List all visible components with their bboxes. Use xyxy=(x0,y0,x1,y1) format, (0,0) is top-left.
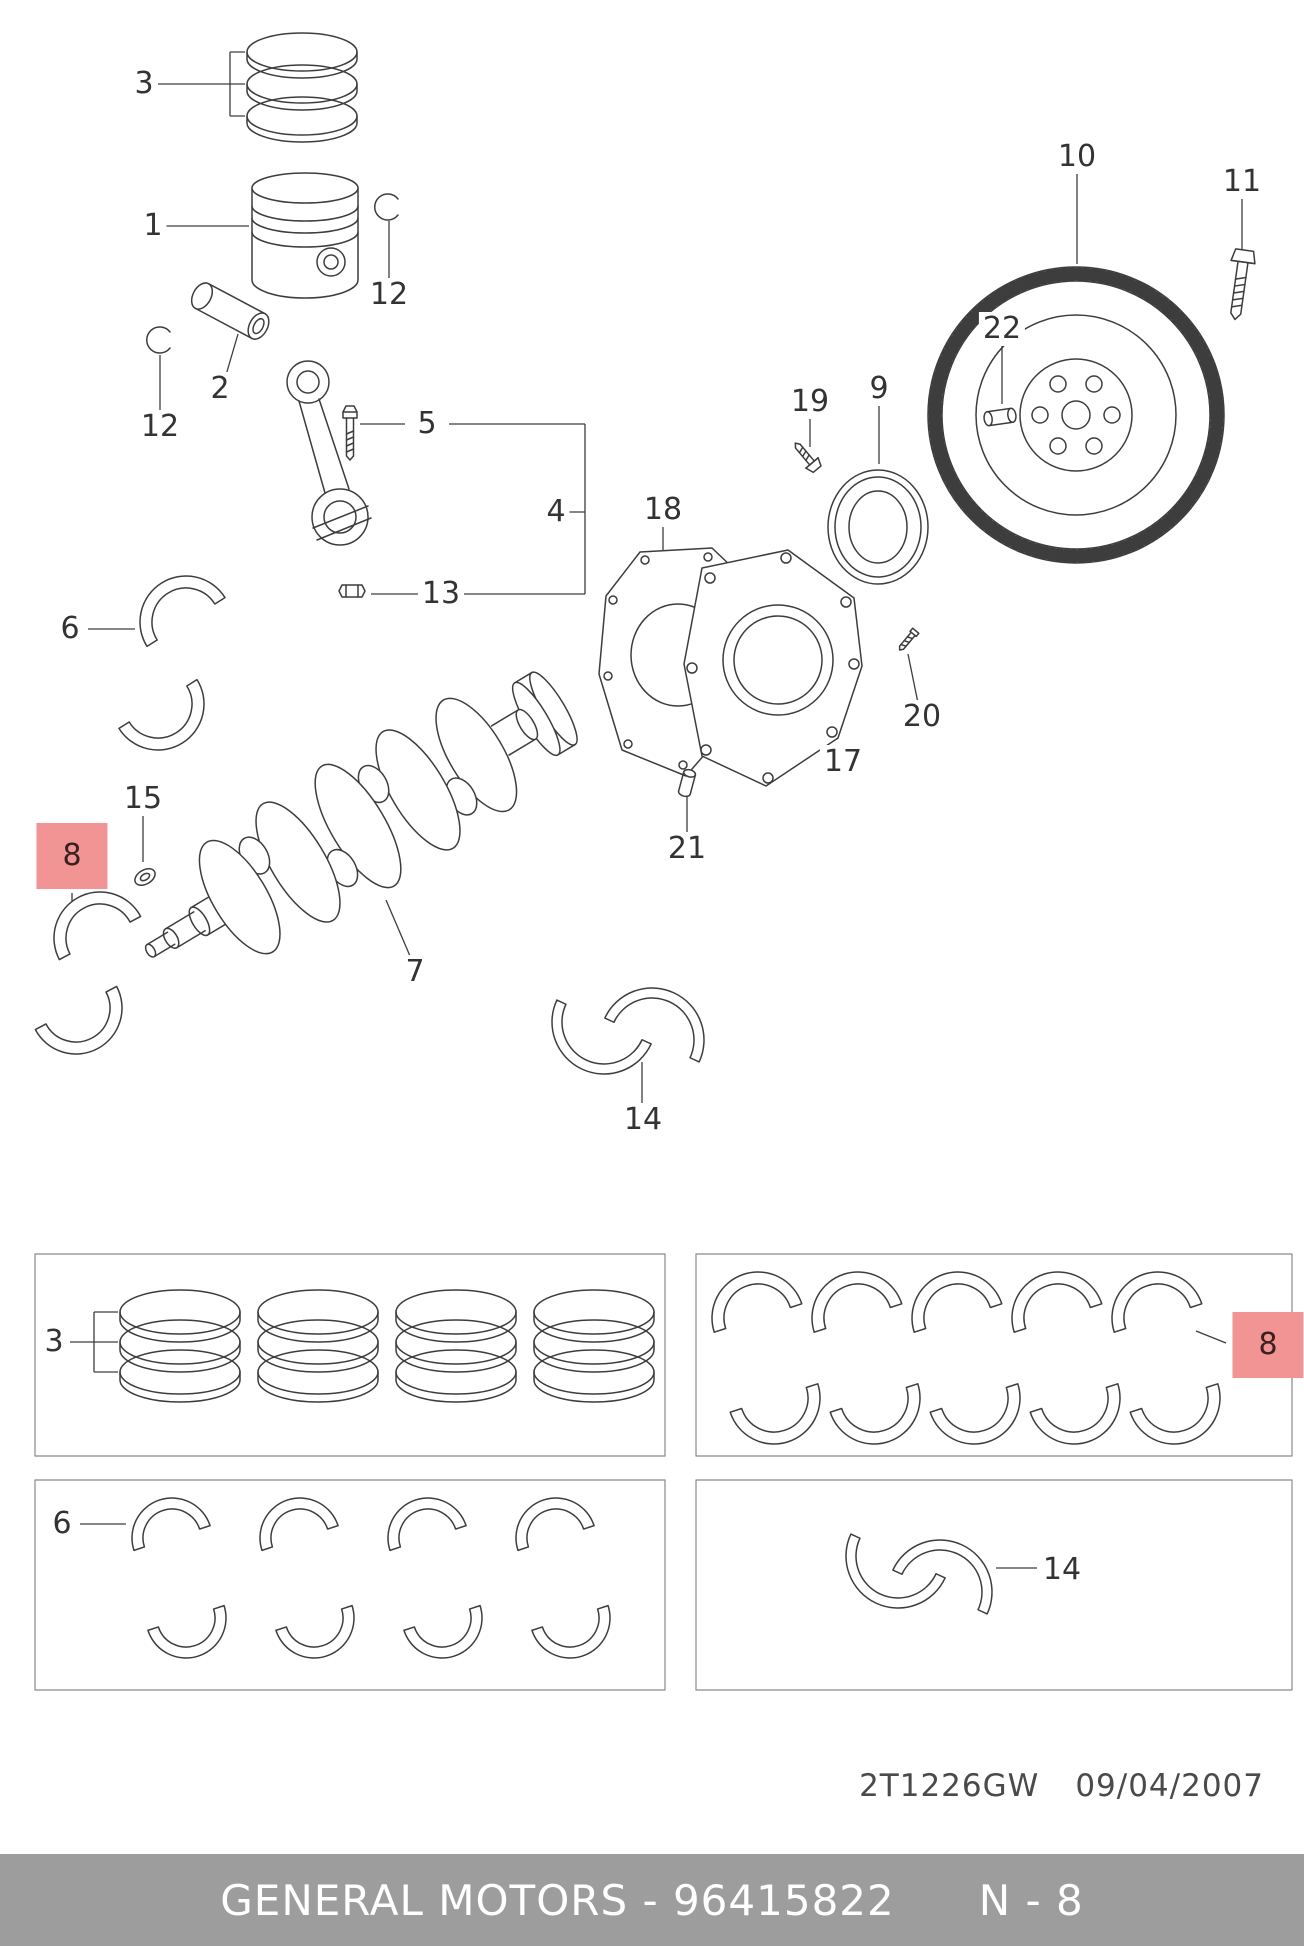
crank-thrust-washers xyxy=(534,970,722,1092)
callout-snap-ring-right[interactable]: 12 xyxy=(365,278,413,312)
callout-gasket[interactable]: 18 xyxy=(639,493,687,527)
callout-kit-thrust-washer[interactable]: 14 xyxy=(1038,1553,1086,1587)
callout-flywheel-bolt[interactable]: 11 xyxy=(1218,165,1266,199)
callout-kit-rod-bearing[interactable]: 6 xyxy=(48,1507,76,1541)
callout-bolt-19[interactable]: 19 xyxy=(786,385,834,419)
rod-nut xyxy=(338,584,366,598)
callout-piston[interactable]: 1 xyxy=(139,209,167,243)
callout-dowel-pin-21[interactable]: 21 xyxy=(663,832,711,866)
callout-seal-retainer[interactable]: 17 xyxy=(819,745,867,779)
kit-boxes xyxy=(34,1253,1293,1691)
kit-ring-sets xyxy=(119,1289,655,1403)
bolt-19 xyxy=(794,442,822,474)
callout-connecting-rod[interactable]: 4 xyxy=(542,495,570,529)
callout-rear-seal[interactable]: 9 xyxy=(865,372,893,406)
rod-bolt xyxy=(342,405,358,461)
drawing-number: 2T1226GW xyxy=(859,1768,1040,1804)
piston-pin xyxy=(190,282,270,340)
callout-kit-main-bearing-8[interactable]: 8 xyxy=(1232,1312,1304,1378)
main-bearing-shells xyxy=(34,875,142,1071)
rod-bearing-shells xyxy=(118,557,226,769)
callout-thrust-washer-14[interactable]: 14 xyxy=(619,1103,667,1137)
piston-ring-set xyxy=(246,32,358,143)
callout-main-bearing-8[interactable]: 8 xyxy=(36,823,108,889)
callout-kit-piston-rings[interactable]: 3 xyxy=(40,1325,68,1359)
drawing-code-line: 2T1226GW 09/04/2007 xyxy=(859,1768,1264,1804)
kit-rod-bearings xyxy=(120,1486,622,1670)
rear-main-seal xyxy=(827,469,929,585)
snap-ring-left xyxy=(146,326,171,354)
dowel-pin-22 xyxy=(983,407,1017,427)
kit-main-bearings xyxy=(699,1259,1233,1457)
callout-rod-nut[interactable]: 13 xyxy=(417,577,465,611)
callout-piston-rings[interactable]: 3 xyxy=(130,67,158,101)
callout-rod-bearing[interactable]: 6 xyxy=(56,612,84,646)
piston xyxy=(251,172,359,299)
callout-snap-ring-left[interactable]: 12 xyxy=(136,410,184,444)
crankshaft xyxy=(144,671,578,958)
callout-piston-pin[interactable]: 2 xyxy=(206,372,234,406)
flywheel-bolt xyxy=(1230,248,1256,321)
callout-flywheel[interactable]: 10 xyxy=(1053,140,1101,174)
retainer-screw xyxy=(898,627,920,651)
seal-retainer xyxy=(683,549,863,787)
callout-retainer-screw[interactable]: 20 xyxy=(898,700,946,734)
dowel-pin-21 xyxy=(677,768,697,798)
flywheel xyxy=(927,266,1225,564)
callout-crankshaft[interactable]: 7 xyxy=(401,955,429,989)
kit-thrust-washers xyxy=(828,1522,1010,1626)
drawing-date: 09/04/2007 xyxy=(1075,1768,1264,1804)
callout-dowel-pin-22[interactable]: 22 xyxy=(978,312,1026,346)
footer-part-info: GENERAL MOTORS - 96415822 xyxy=(220,1875,895,1925)
callout-thrust-washer-15[interactable]: 15 xyxy=(119,782,167,816)
footer-page-ref: N - 8 xyxy=(978,1875,1084,1925)
callout-rod-bolt[interactable]: 5 xyxy=(413,407,441,441)
footer-bar: GENERAL MOTORS - 96415822 N - 8 xyxy=(0,1854,1304,1946)
connecting-rod xyxy=(286,360,372,546)
thrust-washer-15 xyxy=(134,867,156,887)
snap-ring-right xyxy=(374,193,399,221)
leader-lines xyxy=(70,51,1243,1569)
